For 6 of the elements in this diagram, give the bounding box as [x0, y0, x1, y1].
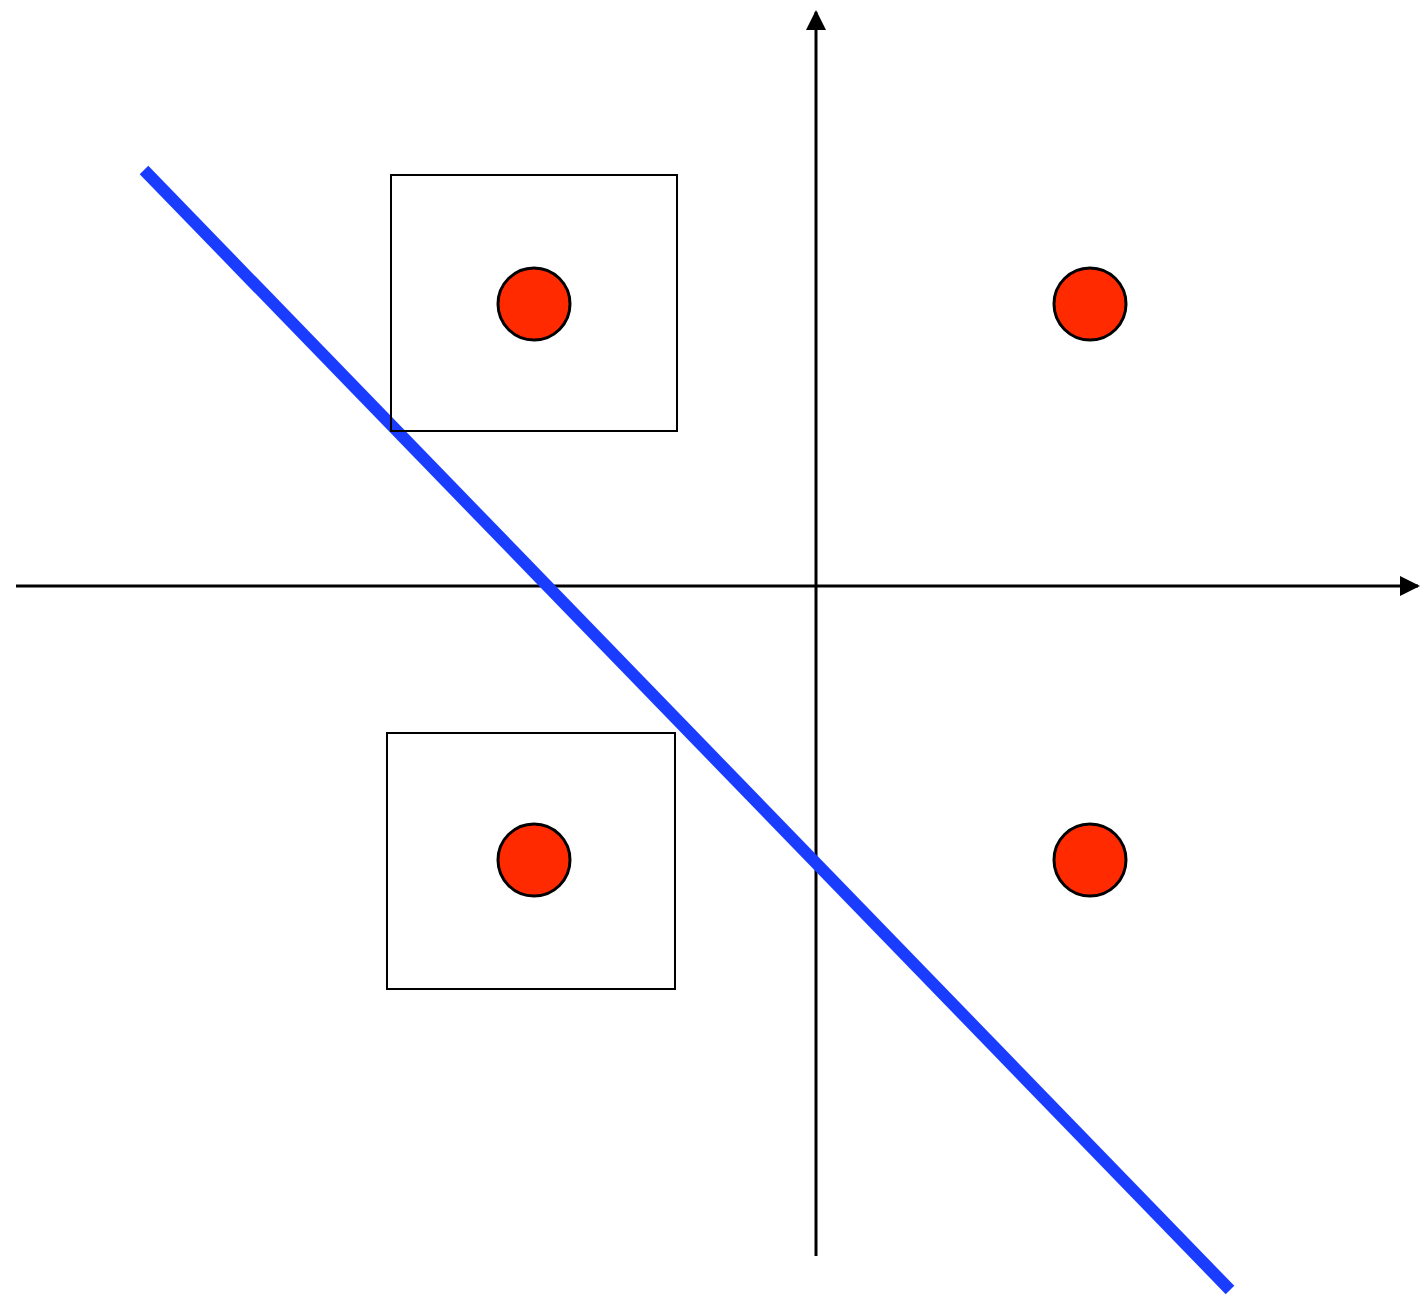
data-point — [495, 265, 571, 341]
rectangle-frame — [386, 732, 676, 990]
data-point — [1052, 822, 1128, 898]
data-point — [495, 821, 571, 897]
rectangle-frame — [390, 174, 678, 432]
data-point — [1052, 266, 1128, 342]
